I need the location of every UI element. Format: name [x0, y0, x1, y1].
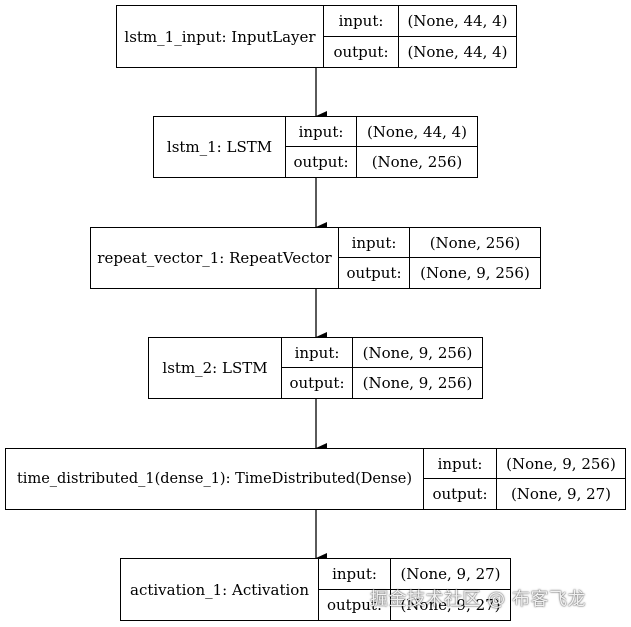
- input-label: input:: [319, 559, 391, 590]
- input-label: input:: [324, 6, 399, 37]
- watermark-text: 掘金技术社区 @ 布客飞龙: [370, 589, 586, 610]
- node-name: activation_1: Activation: [121, 559, 319, 620]
- output-label: output:: [319, 589, 391, 620]
- input-value: (None, 9, 256): [353, 338, 482, 368]
- input-label: input:: [282, 338, 353, 368]
- output-label: output:: [424, 479, 497, 509]
- node-lstm-2: lstm_2: LSTM input: (None, 9, 256) outpu…: [148, 337, 483, 399]
- node-name: lstm_1: LSTM: [154, 117, 286, 177]
- input-label: input:: [339, 228, 410, 258]
- node-lstm-1: lstm_1: LSTM input: (None, 44, 4) output…: [153, 116, 478, 178]
- output-value: (None, 9, 256): [420, 264, 530, 282]
- node-repeat-vector-1: repeat_vector_1: RepeatVector input: (No…: [90, 227, 541, 289]
- node-activation-1: activation_1: Activation input: (None, 9…: [120, 558, 511, 621]
- node-name: lstm_1_input: InputLayer: [117, 6, 324, 67]
- output-value: (None, 44, 4): [407, 42, 508, 61]
- output-value: (None, 256): [371, 153, 463, 171]
- output-value: (None, 9, 256): [362, 374, 473, 392]
- node-time-distributed-1: time_distributed_1(dense_1): TimeDistrib…: [5, 448, 626, 510]
- input-label: input:: [424, 449, 497, 479]
- input-value: (None, 9, 27): [391, 559, 510, 590]
- output-label: output:: [282, 368, 353, 398]
- node-lstm-1-input: lstm_1_input: InputLayer input: (None, 4…: [116, 5, 517, 68]
- output-label: output:: [324, 36, 399, 67]
- input-value: (None, 44, 4): [357, 117, 477, 147]
- output-label: output:: [286, 147, 357, 177]
- output-label: output:: [339, 258, 410, 288]
- output-value: (None, 9, 27): [400, 595, 501, 614]
- node-name: lstm_2: LSTM: [149, 338, 282, 398]
- input-label: input:: [286, 117, 357, 147]
- input-value: (None, 44, 4): [399, 6, 516, 37]
- input-value: (None, 9, 256): [497, 449, 625, 479]
- node-name: repeat_vector_1: RepeatVector: [91, 228, 339, 288]
- node-name: time_distributed_1(dense_1): TimeDistrib…: [6, 449, 424, 509]
- input-value: (None, 256): [410, 228, 540, 258]
- output-value: (None, 9, 27): [510, 485, 612, 503]
